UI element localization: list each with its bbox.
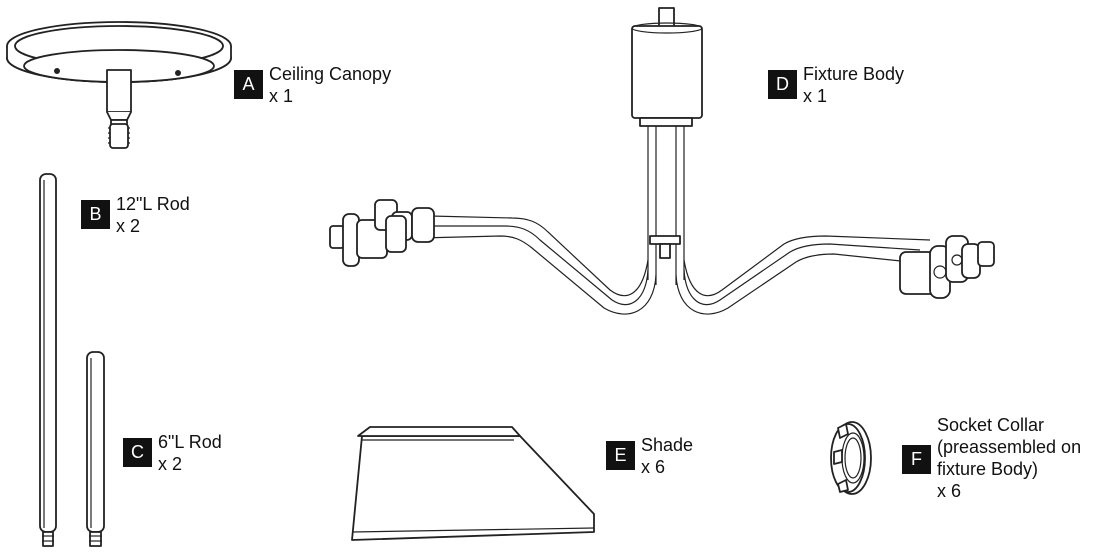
part-quantity: x 2: [158, 454, 183, 474]
part-letter-badge: C: [123, 438, 152, 467]
part-label-d: D Fixture Body x 1: [768, 63, 904, 107]
part-label-f: F Socket Collar (preassembled on fixture…: [902, 414, 1081, 502]
fixture-body-illustration: [329, 7, 995, 315]
part-label-c: C 6"L Rod x 2: [123, 431, 222, 475]
part-quantity: x 2: [116, 216, 141, 236]
part-label-b: B 12"L Rod x 2: [81, 193, 190, 237]
ceiling-canopy-illustration: [6, 21, 232, 149]
part-label-a: A Ceiling Canopy x 1: [234, 63, 391, 107]
part-name: Shade: [641, 435, 694, 455]
part-quantity: x 1: [269, 86, 294, 106]
part-quantity: x 6: [641, 457, 666, 477]
long-rod-illustration: [39, 173, 57, 547]
part-name: 6"L Rod: [158, 432, 222, 452]
part-letter-badge: F: [902, 445, 931, 474]
part-name: Socket Collar: [937, 415, 1045, 435]
part-letter-badge: B: [81, 200, 110, 229]
part-name: Fixture Body: [803, 64, 905, 84]
short-rod-illustration: [86, 351, 105, 547]
part-name-line-2: (preassembled on: [937, 437, 1082, 457]
part-name: Ceiling Canopy: [269, 64, 392, 84]
part-name-line-3: fixture Body): [937, 459, 1039, 479]
part-quantity: x 6: [937, 481, 962, 501]
part-letter-badge: E: [606, 441, 635, 470]
part-label-e: E Shade x 6: [606, 434, 693, 478]
socket-collar-illustration: [830, 421, 872, 495]
part-letter-badge: D: [768, 70, 797, 99]
shade-illustration: [351, 426, 595, 541]
part-quantity: x 1: [803, 86, 828, 106]
part-name: 12"L Rod: [116, 194, 190, 214]
part-letter-badge: A: [234, 70, 263, 99]
